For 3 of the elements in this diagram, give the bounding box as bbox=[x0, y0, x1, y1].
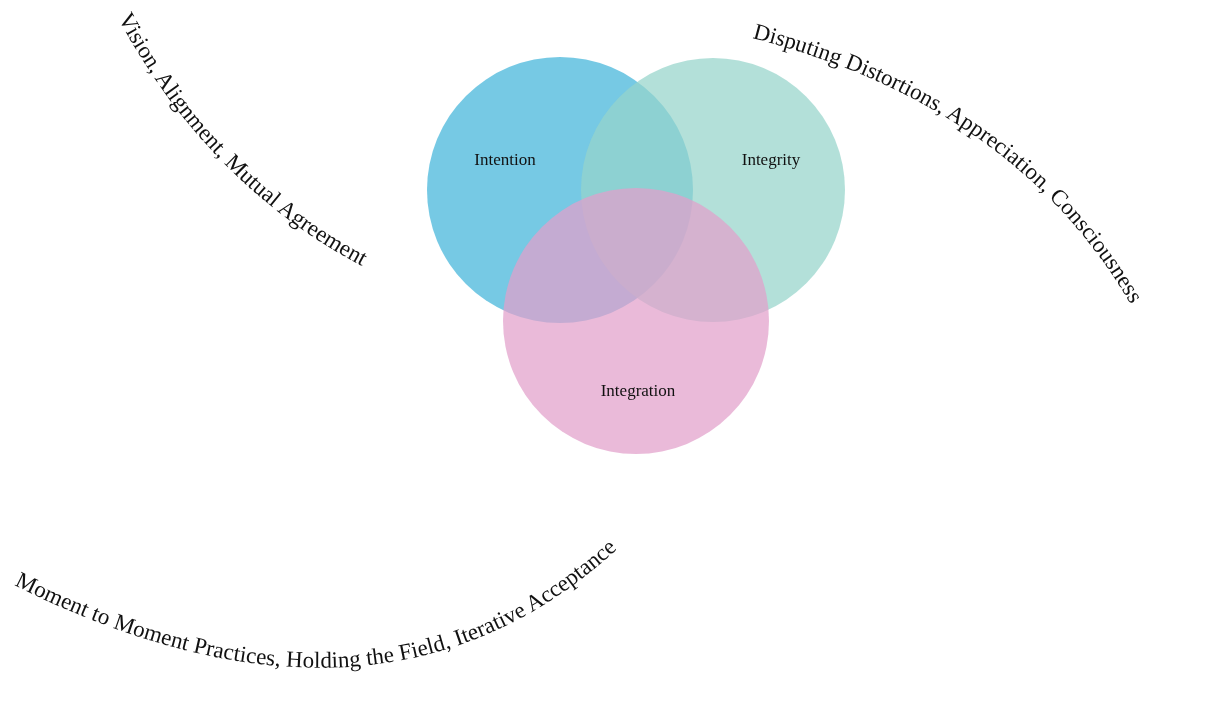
circle-label: Integration bbox=[600, 381, 676, 401]
circle-label: Integrity bbox=[741, 150, 801, 170]
circle-label: Intention bbox=[474, 150, 536, 170]
